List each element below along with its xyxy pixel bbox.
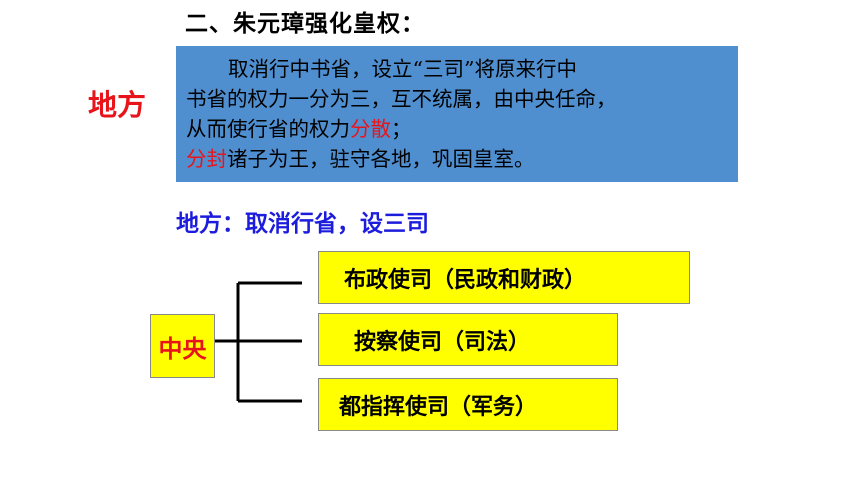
box-line-3: 从而使行省的权力分散；	[186, 114, 732, 144]
branch-node-judicial: 按察使司（司法）	[318, 313, 618, 366]
box-line-1: 取消行中书省，设立“三司”将原来行中	[186, 54, 732, 84]
branch-node-civil: 布政使司（民政和财政）	[318, 251, 690, 304]
highlight-text: 分封	[186, 147, 227, 171]
box-text: 取消行中书省，设立“三司”将原来行中	[228, 57, 577, 81]
branch-node-military: 都指挥使司（军务）	[318, 378, 618, 431]
branch-label: 布政使司（民政和财政）	[344, 267, 587, 293]
highlight-text: 分散	[350, 117, 391, 141]
subheading: 地方：取消行省，设三司	[176, 211, 429, 237]
branch-label: 按察使司（司法）	[354, 329, 531, 355]
center-node-label: 中央	[158, 334, 207, 363]
description-box: 取消行中书省，设立“三司”将原来行中 书省的权力一分为三，互不统属，由中央任命，…	[176, 46, 738, 182]
box-line-2: 书省的权力一分为三，互不统属，由中央任命，	[186, 84, 732, 114]
center-node: 中央	[150, 314, 215, 378]
box-text: 书省的权力一分为三，互不统属，由中央任命，	[186, 87, 617, 111]
box-text: ；	[391, 117, 412, 141]
box-line-4: 分封诸子为王，驻守各地，巩固皇室。	[186, 144, 732, 174]
branch-label: 都指挥使司（军务）	[339, 394, 538, 420]
box-text: 从而使行省的权力	[186, 117, 350, 141]
box-text: 诸子为王，驻守各地，巩固皇室。	[227, 147, 535, 171]
section-heading: 二、朱元璋强化皇权：	[185, 11, 425, 37]
side-label-local: 地方	[88, 88, 147, 122]
